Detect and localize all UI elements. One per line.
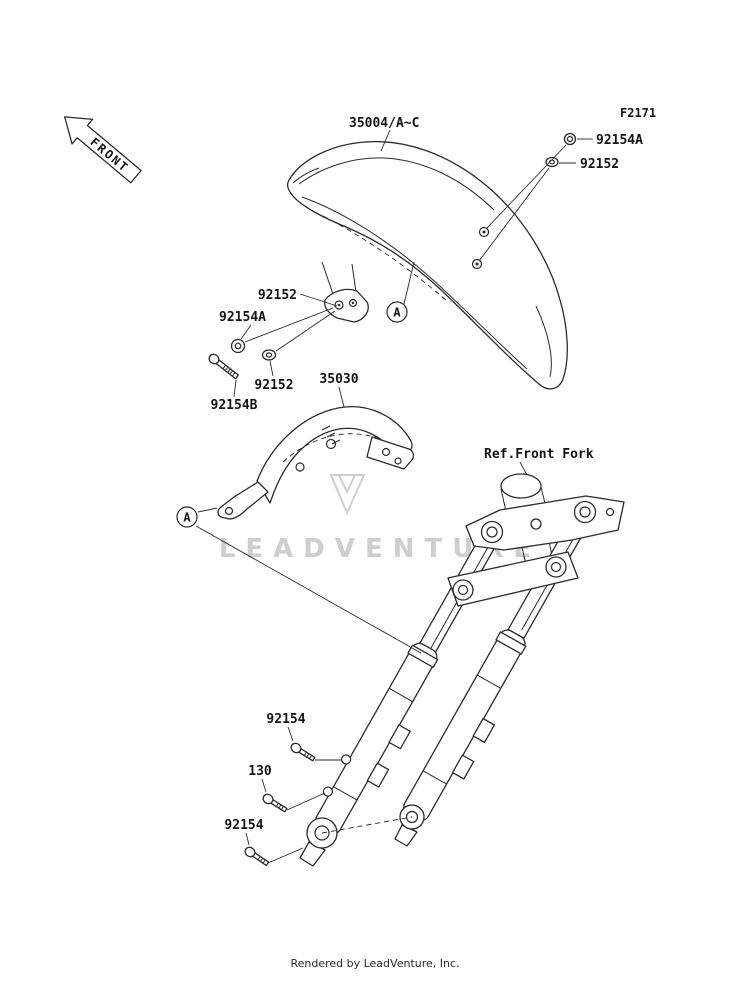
caliper-lug-left-1 [388,724,411,750]
long-bolt-head [208,353,220,365]
caliper-lug-right-2 [451,754,475,780]
clamp-bolt-threads [275,802,284,810]
callout-a-circle [386,301,408,323]
fender-tab-hole-2-dot [351,301,355,305]
long-bolt-icon [208,353,239,380]
bracket-side-hole [295,462,305,472]
long-bolt-threads [222,364,236,377]
fork-ring-left-1 [388,687,413,703]
label-washer-left-upper[interactable]: 92152 [258,288,297,303]
diagram-code: F2171 [620,106,656,120]
fender-bracket-drawing [217,406,415,520]
washer-left-hole [265,352,273,358]
caliper-lug-right-1 [472,717,496,744]
fender-tip-line [535,305,552,378]
bracket-tab-hole-1 [381,447,391,457]
leadventure-logo-inner-icon [338,474,356,495]
bracket-center-hole [325,438,337,450]
fork-bolt-lower-threads [257,856,266,864]
bracket-right-tab [366,436,415,470]
fork-ring-right-2 [422,770,447,785]
fender-rear-fold [292,167,320,184]
fork-bolt-lower-head [244,846,256,858]
label-bolt-top-right[interactable]: 92154A [596,133,643,148]
fender-mount-tab [323,288,369,323]
leadventure-logo-icon [329,474,366,516]
label-washer-left-lower[interactable]: 92152 [254,378,293,393]
callout-a-bracket: A [176,506,198,528]
fender-tab-stay-1 [321,261,334,295]
bracket-left-arm [217,481,269,520]
leader-lines [195,129,593,864]
bracket-hidden-line [282,433,382,463]
front-arrow-icon [64,116,142,184]
clamp-bolt-hole [605,507,615,517]
label-bracket[interactable]: 35030 [319,372,358,387]
flange-bolt-head-center [234,342,242,350]
fork-seal-right [495,631,527,655]
front-direction-arrow: FRONT [64,116,142,184]
fork-bolt-lower-icon [244,846,270,867]
label-long-bolt[interactable]: 92154B [211,398,258,413]
bracket-tab-hole-2 [394,457,402,465]
upper-clamp-bore-right-inner [579,506,591,518]
steering-stem-top [500,473,542,499]
callout-a-circle-2 [176,506,198,528]
callout-a-letter: A [393,306,401,320]
fender-tab-stay-2 [351,263,357,293]
fork-bolt-upper-threads [303,751,312,759]
fender-hidden-line [322,215,448,302]
stem-nut [530,518,542,530]
axle-axis [321,816,413,834]
fork-ring-left-2 [333,786,358,801]
bracket-stamp-marks [321,425,341,445]
clamp-bolt-icon [262,793,288,813]
front-fork-drawing [299,473,625,867]
label-washer-top-right[interactable]: 92152 [580,157,619,172]
upper-clamp-bore-left-inner [486,526,498,538]
fork-bolt-upper-icon [290,742,316,762]
fender-tab-hole-1-dot [337,303,341,307]
fender-boss-lower [322,786,333,797]
footer-credit: Rendered by LeadVenture, Inc. [290,957,459,970]
front-arrow-label: FRONT [87,135,131,175]
fastener-top-right [545,132,577,168]
fork-seal-left [407,644,439,668]
fender-hole-right-upper-dot [482,230,486,234]
axle-foot-right [394,824,418,847]
bracket-arm-hole [224,506,234,516]
fastener-bottom-cluster [244,742,316,867]
front-fender-drawing [286,140,568,390]
fender-hole-right-lower-dot [475,262,479,266]
fender-boss-upper [341,754,352,765]
callout-a-letter-2: A [183,511,191,525]
fork-bolt-upper-head [290,742,302,754]
fastener-left-cluster [208,338,277,380]
label-fender[interactable]: 35004/A~C [349,116,419,131]
lower-clamp-bore-right-inner [550,561,562,573]
callout-a-fender: A [386,301,408,323]
flange-bolt-center [566,135,574,143]
fender-side-crease [301,196,528,370]
label-clamp-bolt[interactable]: 130 [248,764,272,779]
fender-top-lip [298,157,495,211]
fender-outline [286,140,568,390]
bracket-band [256,406,413,504]
label-fork-bolt-upper[interactable]: 92154 [266,712,305,727]
label-ref-front-fork: Ref.Front Fork [484,447,594,462]
lower-clamp-bore-left-inner [457,584,469,596]
label-fork-bolt-lower[interactable]: 92154 [224,818,263,833]
label-bolt-head-left[interactable]: 92154A [219,310,266,325]
caliper-lug-left-2 [366,762,390,788]
fork-ring-right-1 [476,674,501,689]
clamp-bolt-head [262,793,274,805]
